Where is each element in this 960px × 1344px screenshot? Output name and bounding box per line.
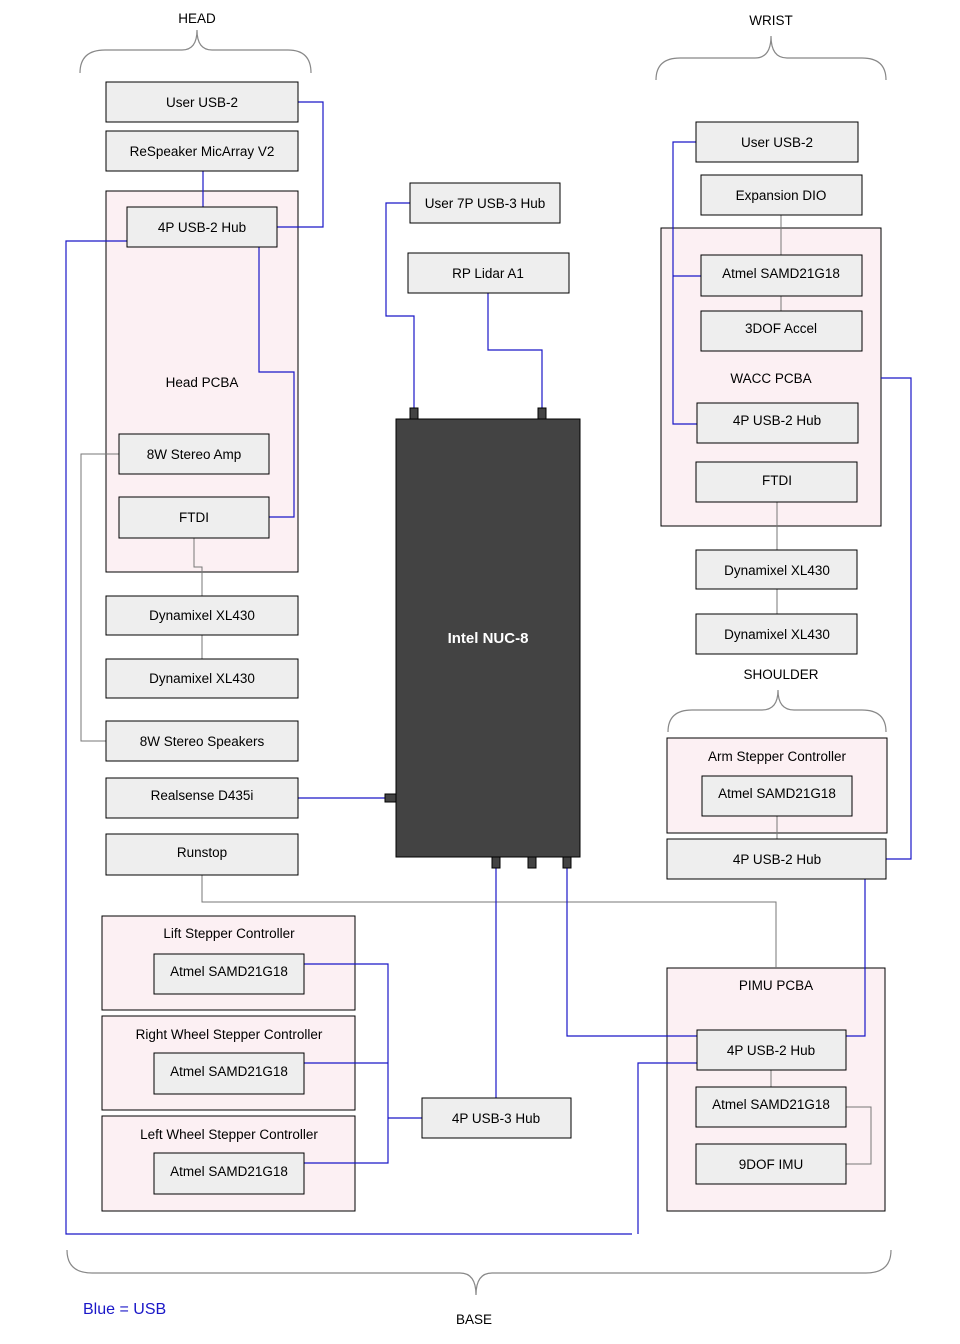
- intel-nuc-8-label: Intel NUC-8: [448, 630, 529, 647]
- expansion-dio: [700, 174, 863, 216]
- nuc-usb-port-top-right: [537, 407, 547, 420]
- 9dof-imu-label: 9DOF IMU: [739, 1157, 804, 1172]
- arm-stepper-controller-label: Arm Stepper Controller: [708, 749, 847, 764]
- base-usb-3-hub-label: 4P USB-3 Hub: [452, 1111, 540, 1126]
- nuc-usb-port-bottom-3: [562, 856, 572, 869]
- base-usb-3-hub: [421, 1097, 572, 1139]
- shoulder-brace: [667, 689, 887, 733]
- head-ftdi-label: FTDI: [179, 510, 209, 525]
- intel-nuc-8: [395, 418, 581, 858]
- respeaker-micarray-label: ReSpeaker MicArray V2: [130, 144, 275, 159]
- wrist-dynamixel-2: [695, 613, 858, 655]
- nuc-usb-port-left: [384, 793, 397, 803]
- head-user-usb-2-label: User USB-2: [166, 95, 238, 110]
- respeaker-micarray: [105, 130, 299, 172]
- pimu-atmel-samd21-label: Atmel SAMD21G18: [712, 1097, 830, 1112]
- stereo-speakers-label: 8W Stereo Speakers: [140, 734, 265, 749]
- arm-atmel-samd21-label: Atmel SAMD21G18: [718, 786, 836, 801]
- head-dynamixel-1-label: Dynamixel XL430: [149, 608, 255, 623]
- user-7p-usb-3-hub-label: User 7P USB-3 Hub: [425, 196, 546, 211]
- head-section-label: HEAD: [178, 11, 216, 26]
- head-ftdi: [118, 496, 270, 539]
- user-7p-usb-3-hub: [409, 182, 561, 224]
- realsense-d435i-label: Realsense D435i: [151, 788, 254, 803]
- arm-atmel-samd21: [701, 775, 853, 817]
- expansion-dio-label: Expansion DIO: [736, 188, 827, 203]
- 3dof-accel-label: 3DOF Accel: [745, 321, 817, 336]
- lift-stepper-controller-label: Lift Stepper Controller: [163, 926, 295, 941]
- wrist-brace: [655, 35, 887, 81]
- usb-wires: [65, 101, 912, 1235]
- pimu-atmel-samd21: [695, 1086, 847, 1128]
- wacc-pcba-label: WACC PCBA: [730, 371, 811, 386]
- wrist-user-usb-2-label: User USB-2: [741, 135, 813, 150]
- wrist-dynamixel-1-label: Dynamixel XL430: [724, 563, 830, 578]
- head-dynamixel-2: [105, 658, 299, 699]
- wacc-ftdi: [695, 461, 858, 503]
- base-section-label: BASE: [456, 1312, 492, 1327]
- head-dynamixel-2-label: Dynamixel XL430: [149, 671, 255, 686]
- base-brace: [66, 1249, 892, 1296]
- head-user-usb-2: [105, 81, 299, 123]
- pimu-usb-2-hub-label: 4P USB-2 Hub: [727, 1043, 815, 1058]
- runstop-label: Runstop: [177, 845, 227, 860]
- runstop: [105, 833, 299, 876]
- right-wheel-atmel-samd21-label: Atmel SAMD21G18: [170, 1064, 288, 1079]
- nuc-usb-port-bottom-2: [527, 856, 537, 869]
- lift-atmel-samd21: [153, 953, 305, 995]
- pimu-pcba-label: PIMU PCBA: [739, 978, 813, 993]
- pimu-usb-2-hub: [696, 1029, 847, 1071]
- lift-atmel-samd21-label: Atmel SAMD21G18: [170, 964, 288, 979]
- left-wheel-atmel-samd21-label: Atmel SAMD21G18: [170, 1164, 288, 1179]
- rp-lidar-a1: [407, 252, 570, 294]
- nuc-usb-port-bottom-1: [491, 856, 501, 869]
- rp-lidar-a1-label: RP Lidar A1: [452, 266, 524, 281]
- head-brace: [79, 29, 312, 74]
- shoulder-section-label: SHOULDER: [743, 667, 818, 682]
- wacc-usb-2-hub: [696, 402, 859, 444]
- wrist-dynamixel-2-label: Dynamixel XL430: [724, 627, 830, 642]
- 9dof-imu: [695, 1143, 847, 1185]
- head-usb-2-hub-label: 4P USB-2 Hub: [158, 220, 246, 235]
- realsense-d435i: [105, 777, 299, 819]
- shoulder-usb-2-hub-label: 4P USB-2 Hub: [733, 852, 821, 867]
- wacc-atmel-samd21-label: Atmel SAMD21G18: [722, 266, 840, 281]
- right-wheel-stepper-controller-label: Right Wheel Stepper Controller: [136, 1027, 323, 1042]
- wrist-user-usb-2: [695, 121, 859, 163]
- stereo-amp: [118, 433, 270, 475]
- shoulder-usb-2-hub: [666, 838, 887, 880]
- left-wheel-stepper-controller-label: Left Wheel Stepper Controller: [140, 1127, 318, 1142]
- wacc-ftdi-label: FTDI: [762, 473, 792, 488]
- wrist-dynamixel-1: [695, 549, 858, 590]
- wacc-usb-2-hub-label: 4P USB-2 Hub: [733, 413, 821, 428]
- usb-legend: Blue = USB: [83, 1301, 166, 1318]
- wrist-section-label: WRIST: [749, 13, 793, 28]
- wacc-atmel-samd21: [700, 254, 863, 297]
- right-wheel-atmel-samd21: [153, 1052, 305, 1095]
- nuc-usb-port-top-left: [409, 407, 419, 420]
- stereo-amp-label: 8W Stereo Amp: [147, 447, 242, 462]
- head-pcba-label: Head PCBA: [166, 375, 239, 390]
- stereo-speakers: [105, 720, 299, 762]
- left-wheel-atmel-samd21: [153, 1152, 305, 1195]
- 3dof-accel: [700, 310, 863, 352]
- non-usb-wires: [80, 215, 872, 1165]
- head-usb-2-hub: [126, 206, 278, 248]
- head-dynamixel-1: [105, 595, 299, 636]
